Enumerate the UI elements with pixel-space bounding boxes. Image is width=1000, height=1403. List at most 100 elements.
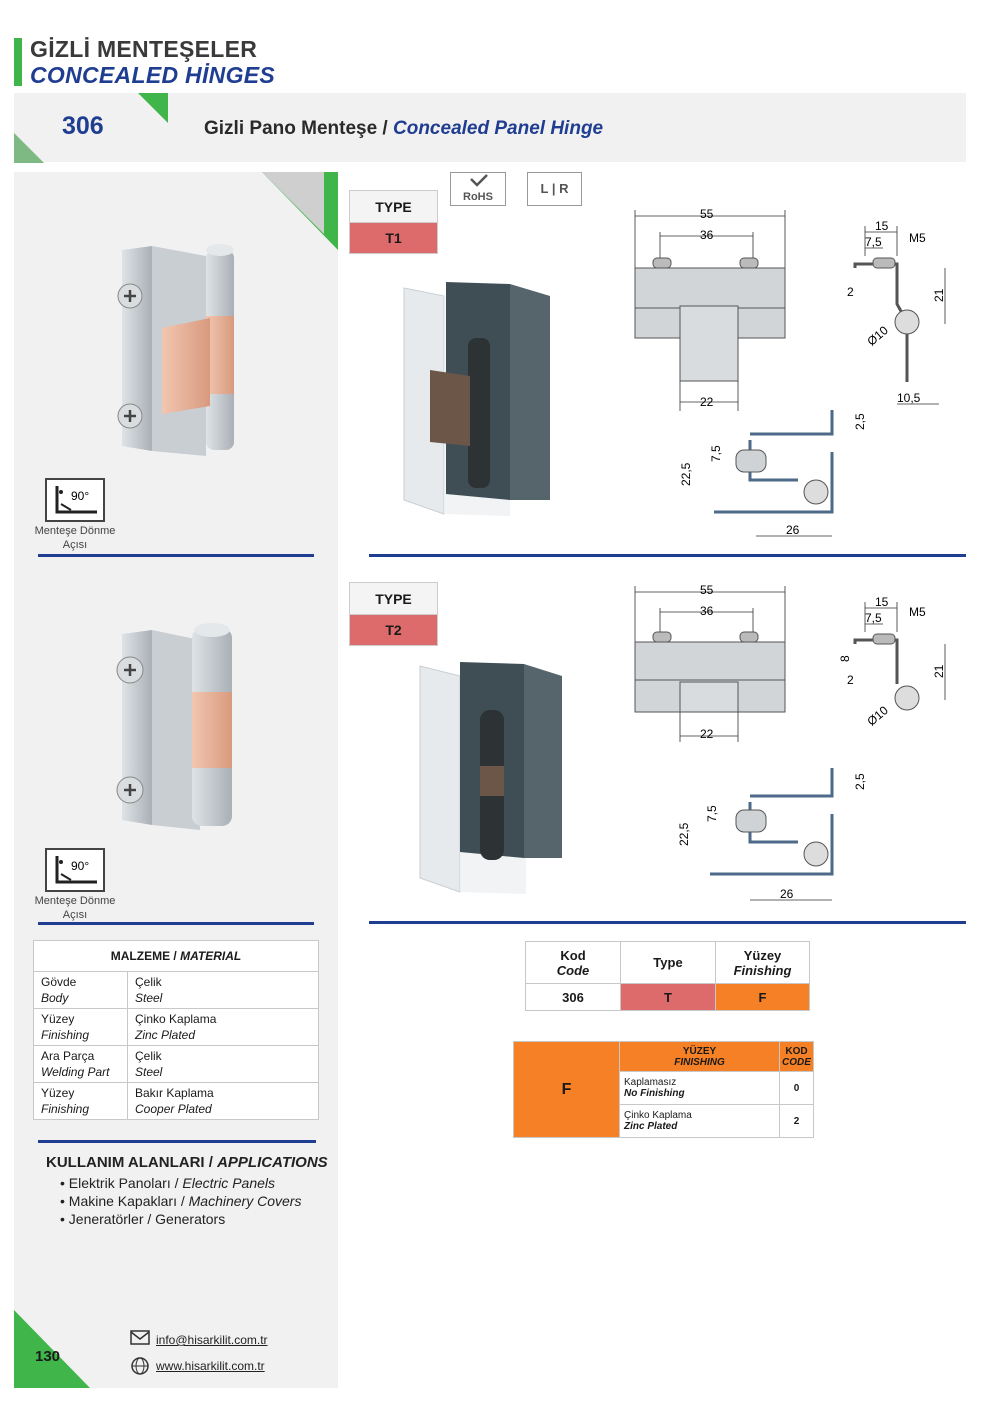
svg-text:Ø10: Ø10 xyxy=(864,703,891,729)
svg-text:7,5: 7,5 xyxy=(709,445,723,462)
svg-text:36: 36 xyxy=(700,228,714,242)
angle-caption-t1: Menteşe Dönme Açısı xyxy=(30,524,120,552)
angle-caption-line2: Açısı xyxy=(62,909,88,921)
t2-mounted-render xyxy=(419,662,562,894)
svg-text:10,5: 10,5 xyxy=(897,391,921,405)
svg-text:2: 2 xyxy=(847,285,854,299)
rotation-angle-icon-t1: 90° xyxy=(45,478,105,522)
svg-text:55: 55 xyxy=(700,583,714,597)
angle-caption-line2: Açısı xyxy=(62,539,88,551)
check-icon xyxy=(470,174,488,187)
divider xyxy=(38,1140,316,1143)
type-box-t1: TYPE T1 xyxy=(349,190,438,254)
code-value: 306 xyxy=(525,983,621,1011)
svg-text:55: 55 xyxy=(700,207,714,221)
page-number: 130 xyxy=(35,1348,61,1365)
angle-90-icon: 90° xyxy=(55,486,97,514)
list-item: • Elektrik Panoları / Electric Panels xyxy=(60,1175,275,1191)
t1-assembly-drawing: 2,5 7,5 22,5 26 xyxy=(679,410,867,537)
svg-text:7,5: 7,5 xyxy=(865,235,882,249)
divider xyxy=(369,554,966,557)
product-name-en: Concealed Panel Hinge xyxy=(393,118,604,139)
svg-text:22,5: 22,5 xyxy=(677,822,691,846)
t2-hinge-photo xyxy=(116,623,232,830)
title-corner-decor xyxy=(14,93,168,163)
angle-caption-line1: Menteşe Dönme xyxy=(34,895,116,907)
list-item: • Makine Kapakları / Machinery Covers xyxy=(60,1193,302,1209)
type-value: T2 xyxy=(349,615,438,646)
section-title-en: CONCEALED HİNGES xyxy=(30,62,276,88)
svg-text:Ø10: Ø10 xyxy=(864,323,891,349)
left-label: L xyxy=(540,181,549,196)
svg-text:2,5: 2,5 xyxy=(853,773,867,790)
angle-label: 90° xyxy=(71,489,89,503)
svg-text:M5: M5 xyxy=(909,231,926,245)
svg-text:26: 26 xyxy=(780,887,794,901)
divider xyxy=(38,554,314,557)
rotation-angle-icon-t2: 90° xyxy=(45,848,105,892)
svg-text:22: 22 xyxy=(700,727,714,741)
svg-text:22,5: 22,5 xyxy=(679,462,693,486)
type-header: TYPE xyxy=(349,582,438,615)
angle-label: 90° xyxy=(71,859,89,873)
rohs-badge: RoHS xyxy=(450,172,506,206)
svg-text:21: 21 xyxy=(932,288,946,302)
svg-text:15: 15 xyxy=(875,219,889,233)
product-title-bar xyxy=(14,93,966,162)
product-name-tr: Gizli Pano Menteşe / xyxy=(204,118,388,139)
product-name: Gizli Pano Menteşe / Concealed Panel Hin… xyxy=(204,118,603,140)
t2-side-drawing: 15 7,5 M5 8 2 21 Ø10 xyxy=(838,595,946,729)
svg-text:2: 2 xyxy=(847,673,854,687)
angle-caption-line1: Menteşe Dönme xyxy=(34,525,116,537)
email-icon xyxy=(130,1330,150,1345)
svg-text:8: 8 xyxy=(838,655,852,662)
svg-text:36: 36 xyxy=(700,604,714,618)
section-title-tr: GİZLİ MENTEŞELER xyxy=(30,36,258,62)
type-value: T1 xyxy=(349,223,438,254)
type-header: TYPE xyxy=(349,190,438,223)
left-right-badge: L | R xyxy=(527,172,582,206)
product-code: 306 xyxy=(62,112,104,140)
t2-assembly-drawing: 2,5 7,5 22,5 26 xyxy=(677,768,867,901)
angle-caption-t2: Menteşe Dönme Açısı xyxy=(30,894,120,922)
svg-text:26: 26 xyxy=(786,523,800,537)
applications-list: • Elektrik Panoları / Electric Panels • … xyxy=(60,1174,301,1228)
list-item: • Jeneratörler / Generators xyxy=(60,1211,226,1227)
divider xyxy=(369,921,966,924)
globe-icon xyxy=(131,1357,149,1375)
angle-90-icon: 90° xyxy=(55,856,97,884)
type-value: T xyxy=(620,983,716,1011)
svg-text:7,5: 7,5 xyxy=(705,805,719,822)
table-row: 306 T F xyxy=(525,983,810,1011)
right-label: R xyxy=(559,181,569,196)
email-link[interactable]: info@hisarkilit.com.tr xyxy=(156,1333,268,1347)
panel-corner-decor xyxy=(262,172,338,250)
svg-text:22: 22 xyxy=(700,395,714,409)
col-type: Type xyxy=(620,941,716,984)
website-link[interactable]: www.hisarkilit.com.tr xyxy=(156,1359,265,1373)
svg-text:7,5: 7,5 xyxy=(865,611,882,625)
svg-text:M5: M5 xyxy=(909,605,926,619)
footer-corner-decor xyxy=(14,1310,90,1388)
finishing-value: F xyxy=(715,983,810,1011)
header-accent-bar xyxy=(14,38,22,86)
t1-hinge-photo xyxy=(117,244,234,456)
t2-front-drawing: 55 36 22 xyxy=(634,583,786,742)
divider xyxy=(38,922,314,925)
t1-mounted-render xyxy=(403,282,550,516)
type-box-t2: TYPE T2 xyxy=(349,582,438,646)
material-title: MALZEME / MATERIAL xyxy=(33,940,319,972)
t1-front-drawing: 55 36 22 xyxy=(634,207,786,411)
